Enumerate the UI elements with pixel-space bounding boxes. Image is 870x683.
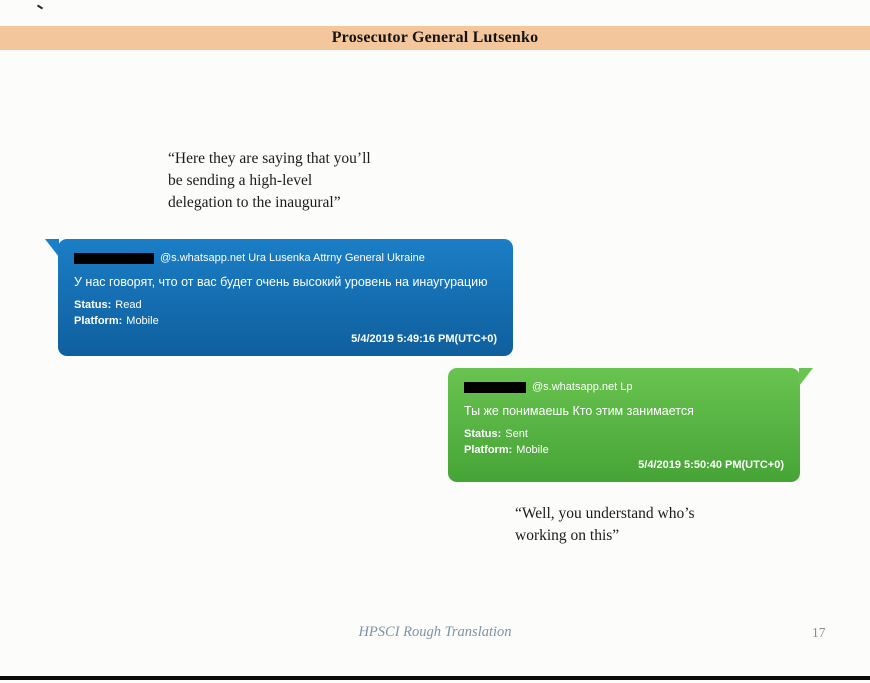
page-title: Prosecutor General Lutsenko (331, 29, 539, 46)
message-body: У нас говорят, что от вас будет очень вы… (74, 275, 488, 290)
message-timestamp: 5/4/2019 5:50:40 PM(UTC+0) (638, 459, 784, 471)
translation-quote-bottom: “Well, you understand who’s working on t… (515, 505, 695, 544)
whatsapp-message-outgoing: @s.whatsapp.net Lp Ты же понимаешь Кто э… (448, 368, 813, 482)
redaction-bar (464, 382, 526, 394)
platform-line: Platform:Mobile (464, 443, 784, 459)
whatsapp-message-incoming: @s.whatsapp.net Ura Lusenka Attrny Gener… (45, 239, 513, 356)
bubble-tail-left (45, 239, 59, 257)
redaction-bar (74, 253, 154, 265)
platform-value: Mobile (516, 443, 549, 456)
platform-label: Platform: (74, 314, 123, 327)
message-body: Ты же понимаешь Кто этим занимается (464, 404, 694, 419)
sender-id: @s.whatsapp.net Lp (532, 381, 633, 393)
footer-caption: HPSCI Rough Translation (358, 624, 512, 640)
status-line: Status:Sent (464, 427, 784, 443)
sender-row: @s.whatsapp.net Lp (464, 381, 784, 394)
page-header: Prosecutor General Lutsenko (0, 26, 870, 50)
status-line: Status:Read (74, 298, 497, 314)
status-value: Read (115, 298, 142, 311)
platform-label: Platform: (464, 443, 513, 456)
sender-row: @s.whatsapp.net Ura Lusenka Attrny Gener… (74, 252, 497, 265)
sender-id: @s.whatsapp.net Ura Lusenka Attrny Gener… (160, 252, 425, 264)
page-number: 17 (812, 625, 826, 640)
status-label: Status: (74, 298, 112, 311)
scan-artifact (36, 4, 44, 10)
status-value: Sent (505, 427, 528, 440)
page-bottom-rule (0, 676, 870, 680)
bubble-tail-right (799, 368, 813, 386)
platform-line: Platform:Mobile (74, 314, 497, 330)
message-timestamp: 5/4/2019 5:49:16 PM(UTC+0) (351, 333, 497, 345)
status-label: Status: (464, 427, 502, 440)
platform-value: Mobile (126, 314, 159, 327)
translation-quote-top: “Here they are saying that you’ll be sen… (168, 150, 371, 211)
